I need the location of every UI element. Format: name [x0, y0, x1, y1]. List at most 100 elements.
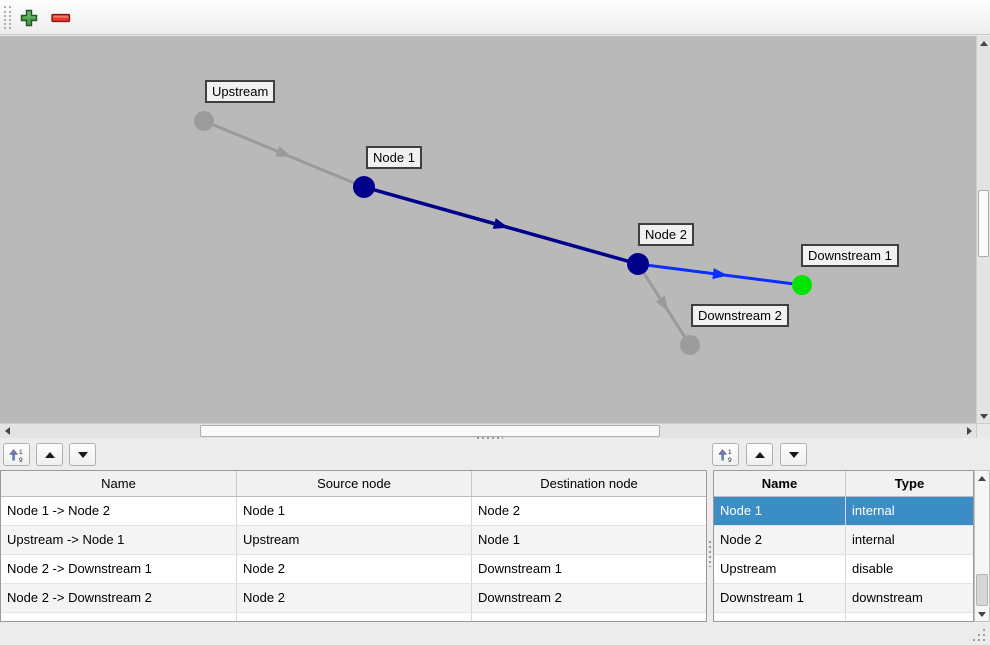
- scroll-down-button[interactable]: [975, 607, 989, 621]
- horizontal-scroll-thumb[interactable]: [200, 425, 660, 437]
- edge-arrow-icon: [275, 146, 292, 158]
- edge-table-row[interactable]: Upstream -> Node 1 Upstream Node 1: [1, 526, 706, 555]
- graph-vertical-scrollbar[interactable]: [976, 36, 990, 423]
- edge-arrow-icon: [655, 295, 669, 312]
- sort-ascending-icon: 1 9: [8, 448, 23, 463]
- node-table-row-selected[interactable]: Node 1 internal: [714, 497, 973, 526]
- graph-horizontal-scrollbar[interactable]: [0, 423, 976, 438]
- minus-icon: [51, 13, 71, 23]
- cell-type[interactable]: internal: [852, 503, 895, 518]
- edge-table-row[interactable]: Node 2 -> Downstream 2 Node 2 Downstream…: [1, 584, 706, 613]
- node-table-header-row: Name Type: [714, 471, 973, 497]
- add-button[interactable]: [17, 6, 41, 30]
- sort-ascending-icon: 1 9: [717, 448, 732, 463]
- column-header-name[interactable]: Name: [1, 471, 237, 496]
- scroll-up-button[interactable]: [977, 36, 990, 50]
- edge-move-down-button[interactable]: [69, 443, 96, 466]
- toolbar-drag-handle[interactable]: [4, 6, 11, 29]
- graph-node-node-1[interactable]: [353, 176, 375, 198]
- edge-table-empty-row: [1, 613, 706, 621]
- empty-cell: [1, 613, 237, 621]
- arrow-down-icon: [980, 413, 988, 419]
- column-header-destination-node[interactable]: Destination node: [540, 476, 638, 491]
- cell-source-node[interactable]: Node 1: [237, 497, 472, 525]
- graph-node-downstream-2[interactable]: [680, 335, 700, 355]
- node-table-row[interactable]: Upstream disable: [714, 555, 973, 584]
- vertical-scroll-thumb[interactable]: [978, 190, 989, 257]
- scrollbar-corner: [976, 423, 990, 438]
- arrow-up-icon: [980, 40, 988, 46]
- cell-source-node[interactable]: Upstream: [237, 526, 472, 554]
- svg-text:1: 1: [728, 448, 732, 455]
- graph-node-label-downstream-2[interactable]: Downstream 2: [691, 304, 789, 327]
- node-table-vertical-scrollbar[interactable]: [974, 470, 990, 622]
- arrow-right-icon: [966, 427, 972, 435]
- column-header-source-node[interactable]: Source node: [237, 471, 472, 496]
- scroll-right-button[interactable]: [962, 424, 976, 438]
- remove-button[interactable]: [49, 6, 73, 30]
- cell-destination-node[interactable]: Node 2: [478, 503, 520, 518]
- edge-sort-button[interactable]: 1 9: [3, 443, 30, 466]
- graph-drawing: [194, 111, 812, 355]
- cell-destination-node[interactable]: Node 1: [478, 532, 520, 547]
- cell-type[interactable]: downstream: [852, 590, 923, 605]
- column-header-name[interactable]: Name: [714, 471, 846, 496]
- cell-type[interactable]: disable: [852, 561, 894, 576]
- edge-table-row[interactable]: Node 1 -> Node 2 Node 1 Node 2: [1, 497, 706, 526]
- cell-destination-node[interactable]: Downstream 1: [478, 561, 562, 576]
- cell-name[interactable]: Downstream 1: [714, 584, 846, 612]
- cell-name[interactable]: Node 1 -> Node 2: [1, 497, 237, 525]
- triangle-down-icon: [788, 451, 799, 458]
- scroll-left-button[interactable]: [0, 424, 14, 438]
- vertical-scroll-thumb[interactable]: [976, 574, 988, 606]
- arrow-up-icon: [978, 475, 986, 481]
- cell-source-node[interactable]: Node 2: [237, 584, 472, 612]
- edge-table-row[interactable]: Node 2 -> Downstream 1 Node 2 Downstream…: [1, 555, 706, 584]
- empty-cell: [846, 613, 973, 621]
- node-move-up-button[interactable]: [746, 443, 773, 466]
- cell-name[interactable]: Node 1: [714, 497, 846, 525]
- edge-table-header-row: Name Source node Destination node: [1, 471, 706, 497]
- edge-arrow-icon: [492, 218, 509, 229]
- graph-node-label-downstream-1[interactable]: Downstream 1: [801, 244, 899, 267]
- graph-node-upstream[interactable]: [194, 111, 214, 131]
- edge-table: Name Source node Destination node Node 1…: [0, 470, 707, 622]
- node-table-empty-row: [714, 613, 973, 621]
- triangle-up-icon: [754, 451, 765, 458]
- edge-arrow-icon: [712, 268, 728, 280]
- cell-name[interactable]: Node 2 -> Downstream 1: [1, 555, 237, 583]
- cell-name[interactable]: Node 2: [714, 526, 846, 554]
- vertical-splitter-handle-icon: [709, 541, 711, 567]
- cell-type[interactable]: internal: [852, 532, 895, 547]
- node-table: Name Type Node 1 internal Node 2 interna…: [713, 470, 974, 622]
- column-header-type[interactable]: Type: [894, 476, 925, 491]
- plus-icon: [20, 9, 38, 27]
- node-table-row[interactable]: Node 2 internal: [714, 526, 973, 555]
- edge-move-up-button[interactable]: [36, 443, 63, 466]
- window-resize-grip[interactable]: [983, 629, 985, 631]
- node-move-down-button[interactable]: [780, 443, 807, 466]
- graph-node-label-node-2[interactable]: Node 2: [638, 223, 694, 246]
- horizontal-splitter-handle-icon: [477, 437, 503, 439]
- scroll-down-button[interactable]: [977, 409, 990, 423]
- graph-node-label-node-1[interactable]: Node 1: [366, 146, 422, 169]
- cell-name[interactable]: Node 2 -> Downstream 2: [1, 584, 237, 612]
- cell-name[interactable]: Upstream: [714, 555, 846, 583]
- empty-cell: [714, 613, 846, 621]
- graph-node-node-2[interactable]: [627, 253, 649, 275]
- node-sort-button[interactable]: 1 9: [712, 443, 739, 466]
- cell-source-node[interactable]: Node 2: [237, 555, 472, 583]
- cell-name[interactable]: Upstream -> Node 1: [1, 526, 237, 554]
- graph-node-downstream-1[interactable]: [792, 275, 812, 295]
- svg-text:9: 9: [19, 457, 23, 463]
- scroll-up-button[interactable]: [975, 471, 989, 485]
- graph-node-label-upstream[interactable]: Upstream: [205, 80, 276, 103]
- arrow-down-icon: [978, 611, 986, 617]
- node-table-row[interactable]: Downstream 1 downstream: [714, 584, 973, 613]
- svg-text:9: 9: [728, 457, 732, 463]
- cell-destination-node[interactable]: Downstream 2: [478, 590, 562, 605]
- empty-cell: [472, 613, 706, 621]
- main-toolbar: [0, 0, 990, 35]
